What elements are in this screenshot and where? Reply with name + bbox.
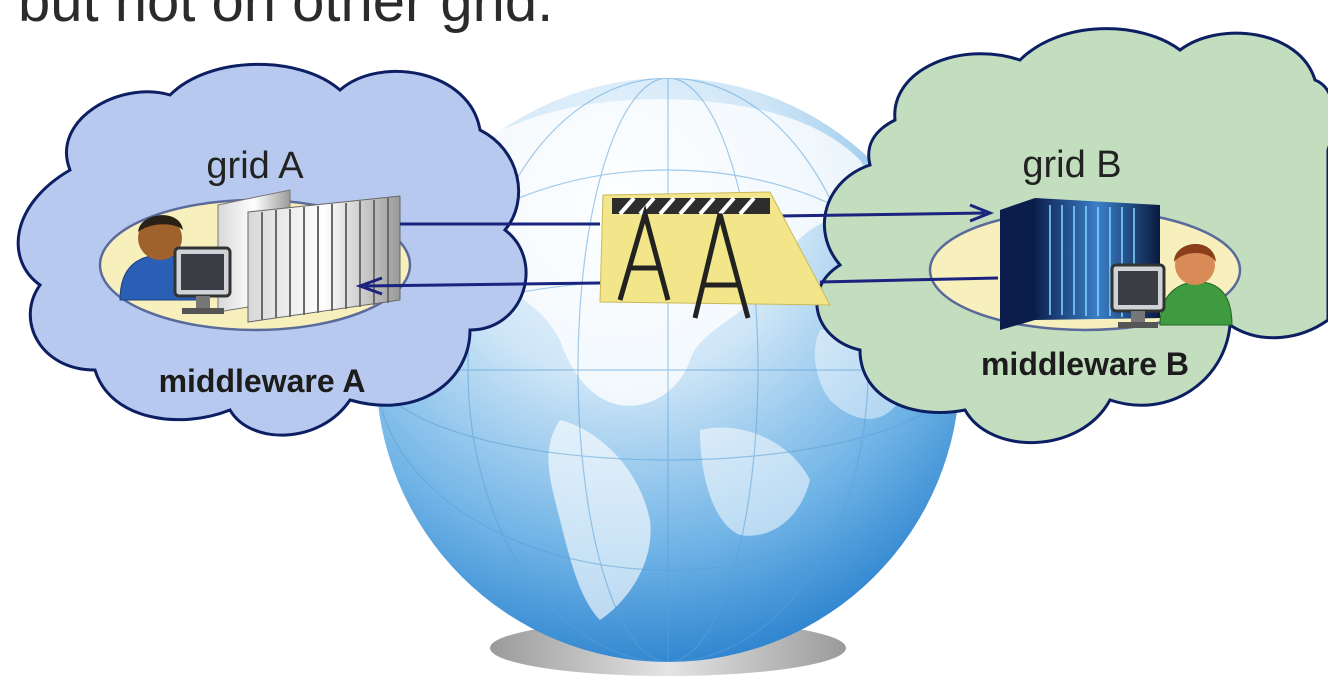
user-at-workstation-icon xyxy=(1110,243,1233,328)
connection-arrows xyxy=(355,203,999,296)
user-at-workstation-icon xyxy=(119,215,232,314)
road-barrier-icon xyxy=(599,191,831,319)
slide-heading: but not on other grid. xyxy=(18,0,554,34)
grid-b-label: grid B xyxy=(1022,144,1121,186)
grid-a-middleware-label: middleware A xyxy=(159,363,366,399)
server-rack-icon xyxy=(217,189,401,323)
grid-b-middleware-label: middleware B xyxy=(981,346,1189,382)
grid-a-label: grid A xyxy=(206,145,304,187)
